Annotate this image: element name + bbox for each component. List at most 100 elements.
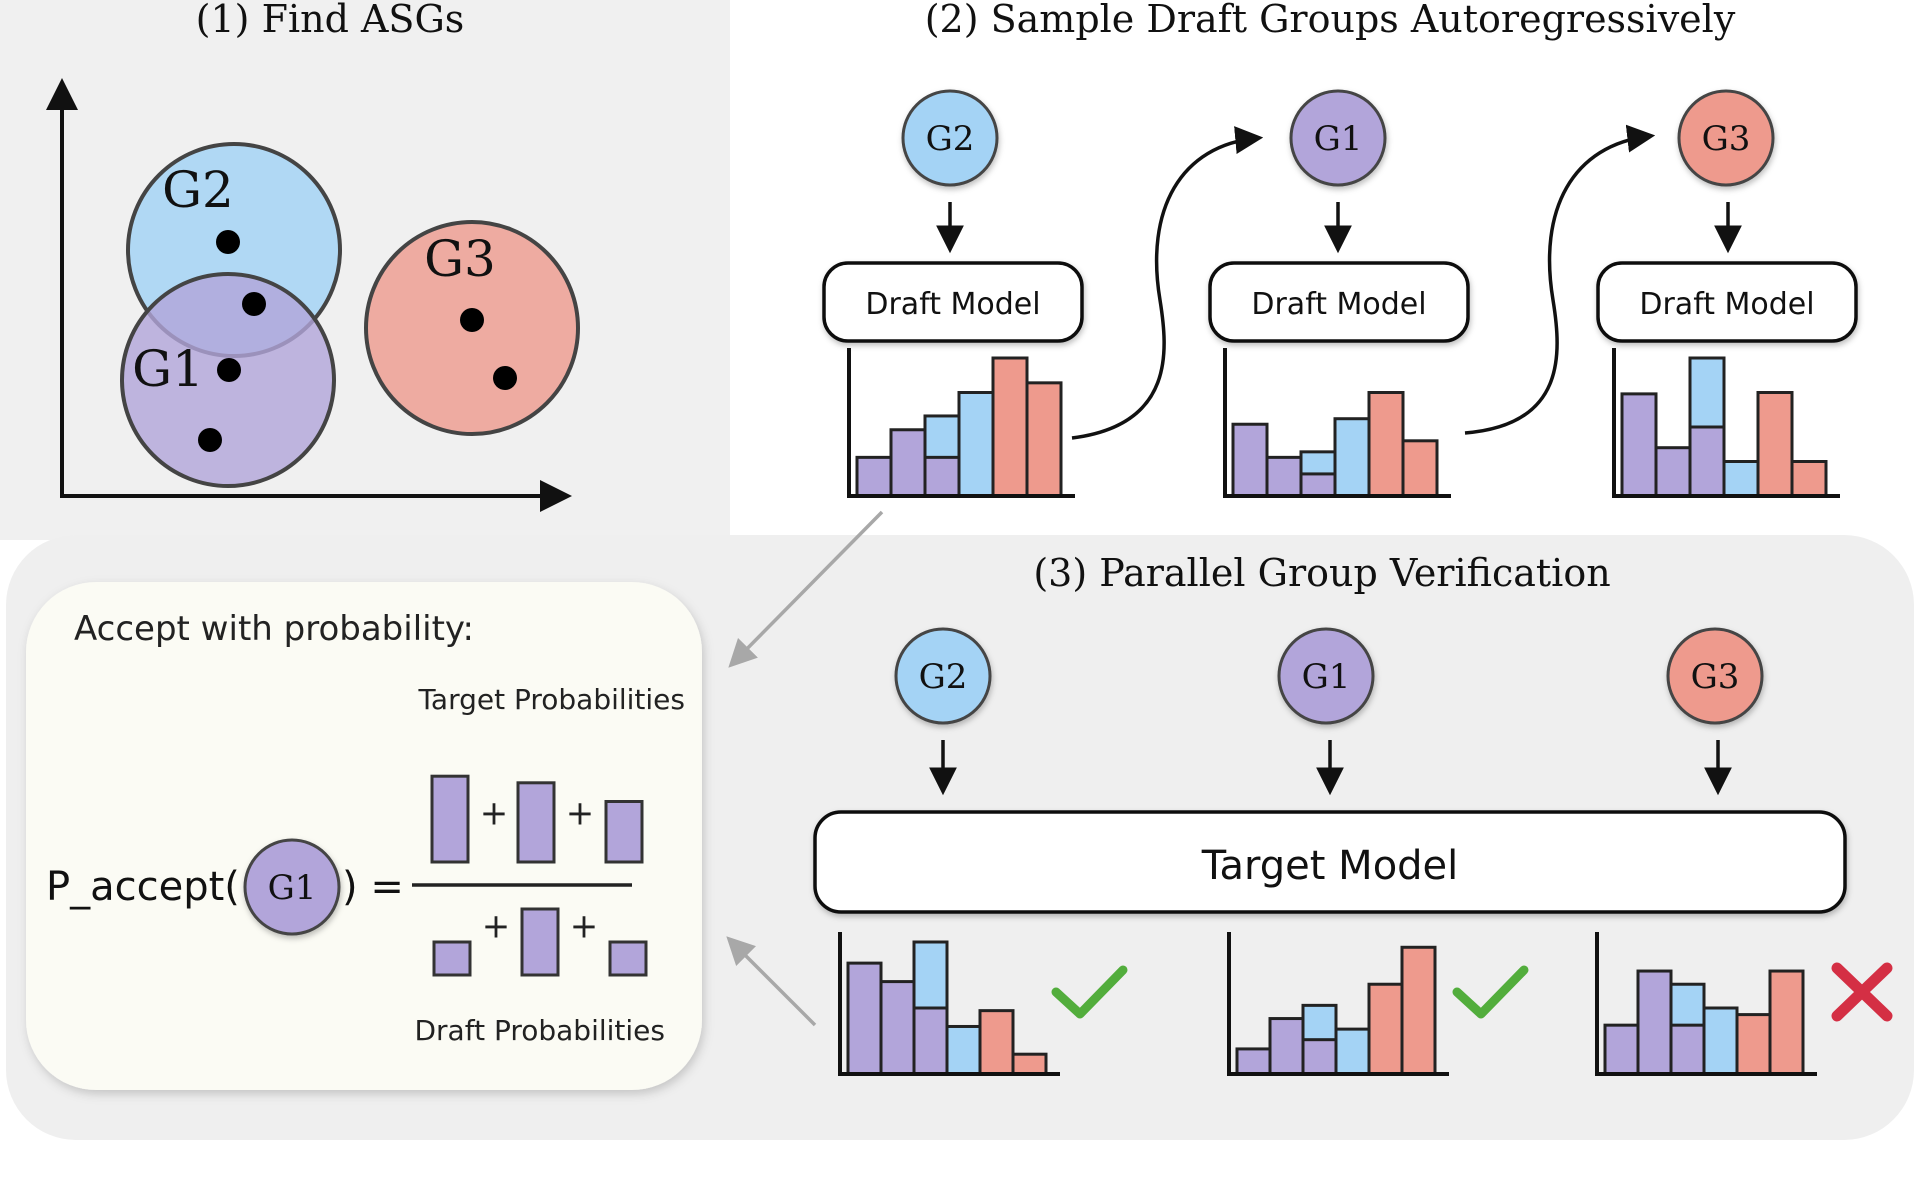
histogram-bar <box>1722 460 1760 498</box>
scatter-axes <box>46 78 572 512</box>
denominator: ++ <box>432 907 648 977</box>
draft-model-box <box>822 261 1084 343</box>
draft-step: G3 Draft Model <box>1596 89 1858 498</box>
probability-bar <box>430 774 470 864</box>
histogram-bar-segment <box>1669 1023 1706 1076</box>
histogram-bar <box>1636 969 1673 1076</box>
draft-histogram <box>1223 348 1451 498</box>
draft-model-label: Draft Model <box>1251 287 1426 322</box>
formula-group-node-g1 <box>243 838 341 936</box>
group-node-label: G1 <box>1314 119 1363 159</box>
target-histogram <box>1227 932 1449 1076</box>
histogram-bar <box>1654 446 1692 498</box>
histogram-bar <box>1235 1047 1272 1076</box>
histogram-bar-segment <box>1299 472 1337 498</box>
data-point <box>460 308 484 332</box>
target-histogram <box>1595 932 1817 1076</box>
probability-bar <box>432 940 472 977</box>
histogram-bar <box>945 1024 982 1076</box>
verify-group: G1 <box>1277 627 1375 796</box>
histogram-bar <box>1401 439 1439 498</box>
group-node-label: G3 <box>1702 119 1751 159</box>
draft-step: G2 Draft Model <box>822 89 1084 498</box>
draft-histogram <box>847 348 1075 498</box>
autoregressive-arrow <box>1464 124 1656 435</box>
cluster-label-g3: G3 <box>424 230 496 288</box>
histogram-bar <box>978 1009 1015 1076</box>
histogram-bar-segment <box>1688 425 1726 498</box>
histogram-bar <box>855 455 893 498</box>
accept-check-icon <box>1051 965 1128 1019</box>
verify-group: G2 <box>894 627 992 796</box>
histogram-bar <box>1735 1013 1772 1076</box>
autoregressive-arrow <box>1071 126 1264 440</box>
histogram-bar <box>957 391 995 498</box>
connector-arrow <box>728 510 884 668</box>
data-point <box>217 358 241 382</box>
histogram-axis <box>1612 348 1840 498</box>
draft-histogram <box>1612 348 1840 498</box>
histogram-bar <box>1333 417 1371 498</box>
group-node-g1 <box>1277 627 1375 725</box>
panel3-title: (3) Parallel Group Verification <box>1033 551 1610 595</box>
cluster-label-g1: G1 <box>132 340 204 398</box>
histogram-bar <box>1265 455 1303 498</box>
group-node-label: G1 <box>1302 657 1351 697</box>
histogram-bar <box>889 428 927 498</box>
histogram-bar <box>1025 381 1063 498</box>
plus-sign: + <box>480 794 509 834</box>
group-node-g3 <box>1666 627 1764 725</box>
histogram-bar-segment <box>923 455 961 498</box>
histogram-bar <box>1702 1006 1739 1076</box>
probability-bar <box>604 800 644 864</box>
probability-bar <box>516 781 556 864</box>
accept-check-icon <box>1452 965 1529 1019</box>
histogram-bar <box>1011 1052 1048 1076</box>
histogram-bar <box>1620 392 1658 498</box>
target-probabilities-label: Target Probabilities <box>417 683 685 716</box>
histogram-bar <box>1268 1017 1305 1076</box>
group-node-g2 <box>901 89 999 187</box>
group-node-g2 <box>894 627 992 725</box>
connector-arrow <box>726 936 817 1027</box>
formula-group-label: G1 <box>268 868 317 908</box>
reject-cross-icon <box>1831 962 1893 1022</box>
draft-model-label: Draft Model <box>1639 287 1814 322</box>
group-node-label: G2 <box>926 119 975 159</box>
panel2-title: (2) Sample Draft Groups Autoregressively <box>925 0 1736 41</box>
histogram-bar <box>1367 391 1405 498</box>
histogram-axis <box>1223 348 1451 498</box>
formula-heading: Accept with probability: <box>74 609 474 649</box>
draft-probabilities-label: Draft Probabilities <box>414 1014 665 1047</box>
histogram-bar <box>1400 945 1437 1076</box>
histogram-bar <box>1603 1023 1640 1076</box>
verify-group: G3 <box>1666 627 1764 796</box>
probability-bar <box>608 940 648 977</box>
histogram-bar-segment <box>912 1006 949 1076</box>
histogram-bar-segment <box>1301 1038 1338 1076</box>
plus-sign: + <box>482 907 511 947</box>
histogram-bar <box>1334 1027 1371 1076</box>
group-node-label: G3 <box>1691 657 1740 697</box>
panel1-title: (1) Find ASGs <box>196 0 465 41</box>
draft-model-box <box>1208 261 1470 343</box>
plus-sign: + <box>566 794 595 834</box>
panel1-background <box>0 0 730 540</box>
draft-step: G1 Draft Model <box>1208 89 1470 498</box>
target-model-box <box>813 810 1847 914</box>
probability-bar <box>520 907 560 977</box>
histogram-axis <box>847 348 1075 498</box>
formula-lhs-suffix: ) = <box>342 864 404 910</box>
group-node-label: G2 <box>919 657 968 697</box>
draft-model-label: Draft Model <box>865 287 1040 322</box>
group-node-g1 <box>1289 89 1387 187</box>
histogram-bar <box>846 961 883 1076</box>
data-point <box>493 366 517 390</box>
cluster-label-g2: G2 <box>162 161 234 219</box>
data-point <box>216 230 240 254</box>
numerator: ++ <box>430 774 644 864</box>
histogram-bar <box>1231 422 1269 498</box>
data-point <box>198 428 222 452</box>
data-points <box>198 230 517 452</box>
